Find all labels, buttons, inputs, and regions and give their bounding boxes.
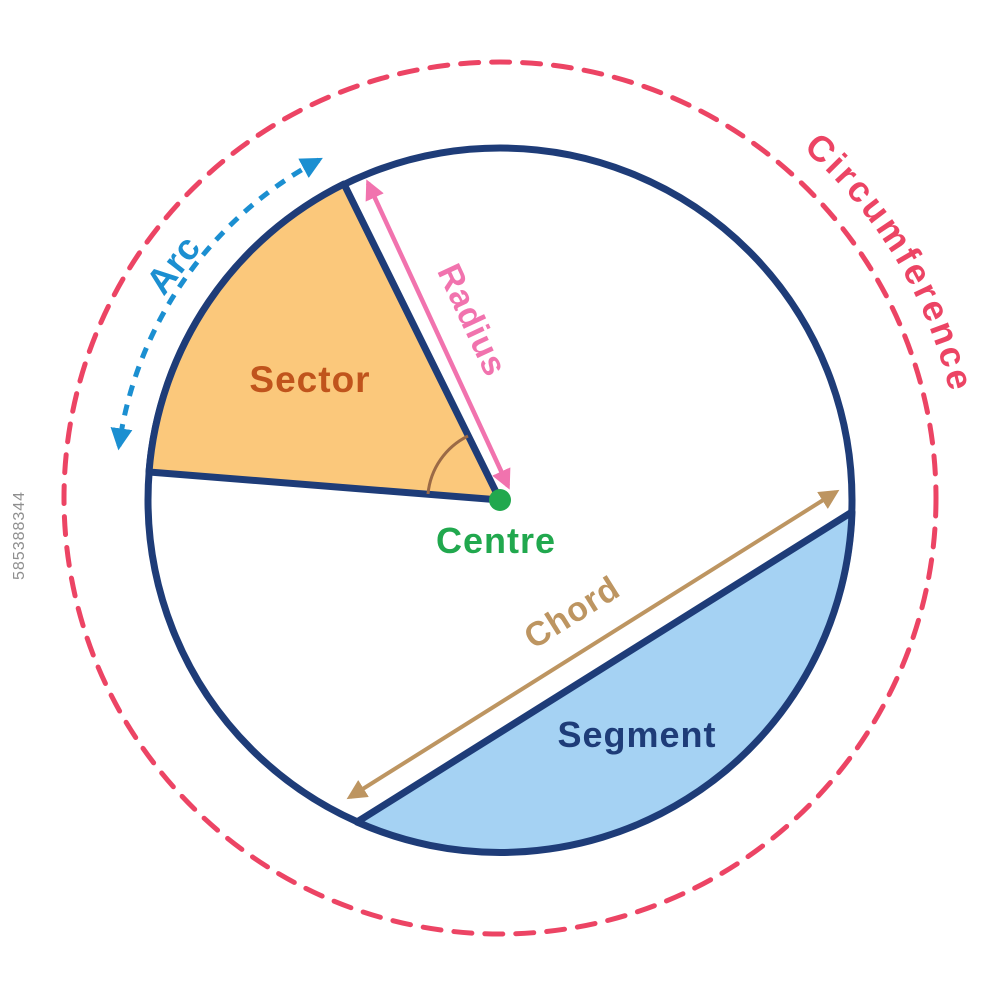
segment-label: Segment (557, 714, 716, 755)
centre-dot (489, 489, 511, 511)
centre-label: Centre (436, 520, 556, 561)
radius-arrow (365, 179, 511, 490)
sector-label: Sector (249, 359, 370, 400)
circumference-label-text: Circumference (797, 125, 979, 397)
circumference-label: Circumference (797, 125, 982, 397)
circumference-dashed-circle (61, 59, 939, 937)
watermark-number: 585388344 (11, 491, 28, 580)
arc-arrow (110, 157, 323, 451)
chord-arrow (346, 489, 840, 800)
